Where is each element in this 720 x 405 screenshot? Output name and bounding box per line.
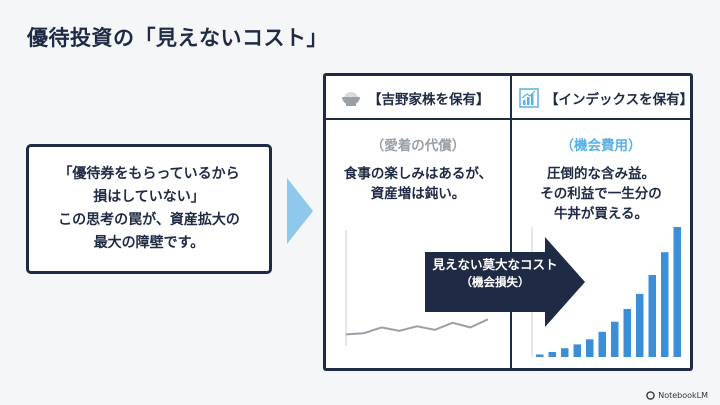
bar-chart-icon [519, 88, 539, 108]
left-body-line: 食事の楽しみはあるが、 [343, 166, 493, 182]
right-body-line: 圧倒的な含み益。 [547, 166, 655, 182]
bar [661, 252, 669, 357]
left-column-header: 【吉野家株を保有】 [340, 84, 490, 112]
quote-line: 損はしていない」 [93, 189, 205, 205]
left-body: 食事の楽しみはあるが、 資産増は鈍い。 [326, 164, 510, 204]
bar [586, 339, 594, 357]
column-divider [510, 76, 512, 368]
footer-brand-label: NotebookLM [658, 391, 708, 400]
comparison-panel: 【吉野家株を保有】 【インデックスを保有】 （愛着の代償） （機会費用） 食事の… [323, 73, 693, 371]
chevron-right-icon [287, 178, 313, 244]
bar [548, 352, 556, 357]
left-body-line: 資産増は鈍い。 [370, 186, 466, 202]
quote-box: 「優待券をもらっているから 損はしていない」 この思考の罠が、資産拡大の 最大の… [26, 144, 272, 274]
rice-bowl-icon [342, 92, 360, 106]
bar [636, 293, 644, 357]
arrow-label: 見えない莫大なコスト [432, 257, 558, 272]
quote-line: 最大の障壁です。 [93, 235, 205, 251]
right-body: 圧倒的な含み益。 その利益で一生分の 牛丼が買える。 [512, 164, 690, 224]
left-subheading: （愛着の代償） [370, 138, 466, 154]
bar [673, 227, 681, 357]
bar [561, 348, 569, 357]
opportunity-cost-label: 見えない莫大なコスト （機会損失） [425, 256, 565, 291]
right-body-line: その利益で一生分の [540, 186, 662, 202]
notebooklm-logo-icon [646, 391, 655, 400]
bar [648, 275, 656, 357]
quote-line: 「優待券をもらっているから [58, 166, 240, 182]
bar [611, 321, 619, 357]
bar [598, 331, 606, 357]
bar [623, 309, 631, 357]
left-column-header-label: 【吉野家株を保有】 [368, 92, 490, 108]
slide-title: 優待投資の「見えないコスト」 [27, 26, 328, 50]
header-divider [326, 118, 690, 120]
flat-growth-chart [345, 230, 489, 346]
right-column-header-label: 【インデックスを保有】 [545, 92, 694, 108]
arrow-sublabel: （機会損失） [460, 275, 530, 289]
bar [536, 354, 544, 357]
bar [573, 344, 581, 357]
right-column-header: 【インデックスを保有】 [519, 84, 693, 112]
right-body-line: 牛丼が買える。 [553, 206, 649, 222]
footer-brand: NotebookLM [646, 391, 708, 400]
quote-line: この思考の罠が、資産拡大の [58, 212, 240, 228]
opportunity-cost-arrow [425, 237, 585, 327]
series-line [345, 318, 489, 336]
right-subheading: （機会費用） [560, 138, 642, 154]
